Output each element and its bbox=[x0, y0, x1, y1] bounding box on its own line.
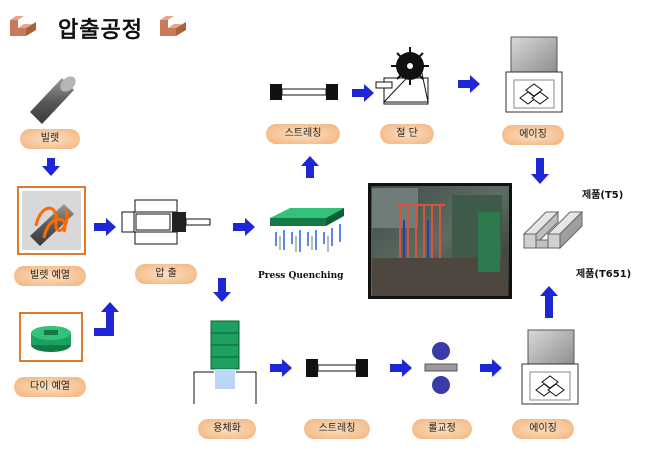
stretcher-bottom-icon bbox=[306, 359, 368, 377]
arrow-aging-to-t5 bbox=[531, 158, 549, 184]
label-roll-straightening: 롤교정 bbox=[412, 419, 472, 439]
solution-treatment-icon bbox=[193, 320, 257, 404]
product-channel-icon bbox=[522, 210, 584, 250]
arrow-billet-to-preheat bbox=[42, 158, 60, 176]
label-die-preheat: 다이 예열 bbox=[14, 377, 86, 397]
stretcher-top-icon bbox=[270, 84, 338, 100]
label-cutting: 절 단 bbox=[380, 124, 434, 144]
label-aging-top: 에이징 bbox=[502, 125, 564, 145]
label-aging-bottom: 에이징 bbox=[512, 419, 574, 439]
label-press-quenching: Press Quenching bbox=[258, 271, 344, 281]
press-quenching-icon bbox=[270, 208, 344, 252]
plant-photo bbox=[368, 183, 512, 299]
label-solution-treatment: 용체화 bbox=[198, 419, 256, 439]
billet-preheat-icon bbox=[17, 186, 86, 255]
arrow-extrusion-to-solution bbox=[213, 278, 231, 302]
flow-arrows bbox=[42, 75, 558, 377]
heading-stairs-icon-right bbox=[160, 16, 186, 36]
label-stretching-top: 스트레칭 bbox=[266, 124, 340, 144]
arrow-die-to-extrusion bbox=[94, 302, 119, 336]
label-stretching-bottom: 스트레칭 bbox=[304, 419, 370, 439]
label-billet: 빌렛 bbox=[20, 129, 80, 149]
aging-oven-top-icon bbox=[505, 36, 563, 113]
arrow-preheat-to-extrusion bbox=[94, 218, 116, 236]
arrow-roll-to-aging bbox=[480, 359, 502, 377]
roll-straightener-icon bbox=[424, 342, 458, 394]
arrow-quenching-to-stretching bbox=[301, 156, 319, 178]
arrow-stretching-to-roll bbox=[390, 359, 412, 377]
page-title: 압출공정 bbox=[58, 18, 143, 43]
billet-icon bbox=[30, 76, 76, 124]
label-extrusion: 압 출 bbox=[135, 264, 197, 284]
arrow-extrusion-to-quenching bbox=[233, 218, 255, 236]
extrusion-press-icon bbox=[121, 199, 211, 245]
cutting-saw-icon bbox=[375, 47, 429, 105]
arrow-solution-to-stretching bbox=[270, 359, 292, 377]
arrow-cutting-to-aging bbox=[458, 75, 480, 93]
arrow-aging-to-t651 bbox=[540, 286, 558, 318]
label-billet-preheat: 빌렛 예열 bbox=[14, 266, 86, 286]
heading-stairs-icon-left bbox=[10, 16, 36, 36]
die-preheat-icon bbox=[19, 312, 83, 362]
label-product-t5: 제품(T5) bbox=[582, 190, 624, 201]
arrow-stretching-to-cutting bbox=[352, 84, 374, 102]
label-product-t651: 제품(T651) bbox=[576, 269, 632, 280]
aging-oven-bottom-icon bbox=[521, 329, 579, 405]
